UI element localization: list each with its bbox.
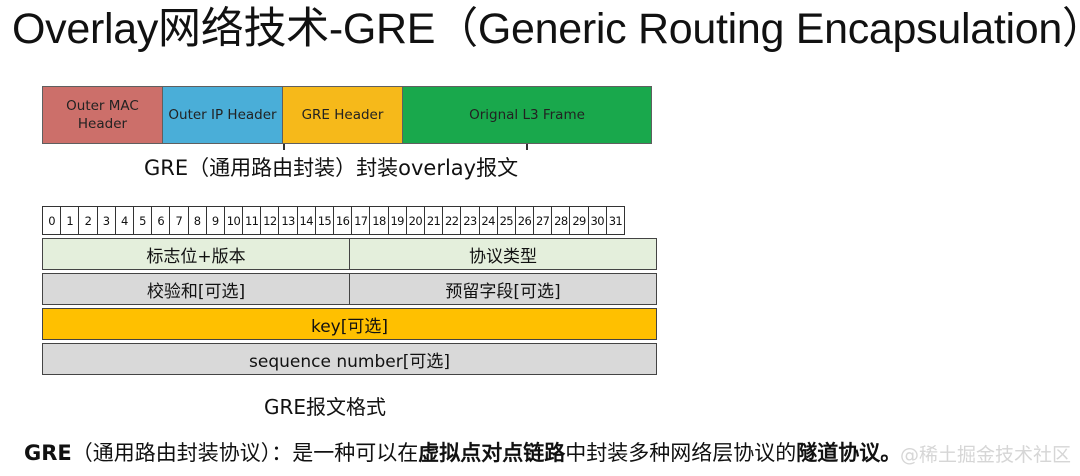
original-l3-frame-label: Orignal L3 Frame bbox=[469, 107, 585, 123]
bit-number-cell: 1 bbox=[60, 206, 80, 235]
bit-number-cell: 28 bbox=[551, 206, 571, 235]
protocol-type-field: 协议类型 bbox=[349, 238, 657, 270]
bit-number-cell: 30 bbox=[587, 206, 607, 235]
sequence-number-field: sequence number[可选] bbox=[42, 343, 657, 375]
format-row-key: key[可选] bbox=[42, 308, 657, 340]
definition-bold2: 隧道协议。 bbox=[796, 441, 902, 465]
bit-number-cell: 12 bbox=[260, 206, 280, 235]
bit-number-cell: 15 bbox=[314, 206, 334, 235]
bit-number-cell: 21 bbox=[423, 206, 444, 235]
bit-number-cell: 5 bbox=[132, 206, 153, 235]
bit-number-cell: 27 bbox=[533, 206, 553, 235]
definition-term: GRE bbox=[24, 441, 72, 465]
definition-bold1: 虚拟点对点链路 bbox=[418, 441, 566, 465]
outer-mac-header-box: Outer MAC Header bbox=[42, 86, 163, 144]
bit-number-cell: 31 bbox=[605, 206, 625, 235]
bit-number-cell: 2 bbox=[78, 206, 98, 235]
outer-ip-header-label: Outer IP Header bbox=[168, 107, 277, 123]
outer-mac-label-line1: Outer MAC bbox=[66, 98, 139, 114]
bit-number-cell: 13 bbox=[278, 206, 298, 235]
definition-text1: 是一种可以在 bbox=[292, 441, 419, 465]
frame-tick-right bbox=[526, 144, 528, 150]
gre-header-box: GRE Header bbox=[282, 86, 403, 144]
bit-number-cell: 9 bbox=[205, 206, 225, 235]
bit-number-cell: 17 bbox=[351, 206, 371, 235]
bit-number-cell: 18 bbox=[369, 206, 389, 235]
bit-number-cell: 6 bbox=[151, 206, 171, 235]
bit-number-cell: 4 bbox=[114, 206, 134, 235]
original-l3-frame-box: Orignal L3 Frame bbox=[402, 86, 652, 144]
bit-number-cell: 25 bbox=[496, 206, 516, 235]
format-row-flags-protocol: 标志位+版本 协议类型 bbox=[42, 238, 657, 270]
frame-tick-left bbox=[283, 144, 285, 150]
definition-text2: 中封装多种网络层协议的 bbox=[565, 441, 797, 465]
format-row-sequence: sequence number[可选] bbox=[42, 343, 657, 375]
bit-number-cell: 16 bbox=[333, 206, 353, 235]
watermark: @稀土掘金技术社区 bbox=[900, 444, 1072, 466]
bit-number-cell: 29 bbox=[569, 206, 589, 235]
bit-number-cell: 20 bbox=[405, 206, 425, 235]
bit-number-cell: 24 bbox=[478, 206, 498, 235]
bit-number-cell: 7 bbox=[169, 206, 189, 235]
slide-title: Overlay网络技术-GRE（Generic Routing Encapsul… bbox=[12, 5, 1080, 53]
bit-number-cell: 19 bbox=[387, 206, 407, 235]
reserved-field: 预留字段[可选] bbox=[349, 273, 657, 305]
packet-frame-diagram: Outer MAC Header Outer IP Header GRE Hea… bbox=[42, 86, 652, 144]
bit-number-cell: 8 bbox=[187, 206, 207, 235]
bit-number-cell: 26 bbox=[514, 206, 535, 235]
bit-number-cell: 14 bbox=[296, 206, 316, 235]
format-row-checksum-reserved: 校验和[可选] 预留字段[可选] bbox=[42, 273, 657, 305]
format-caption: GRE报文格式 bbox=[264, 395, 387, 419]
bit-number-cell: 22 bbox=[442, 206, 462, 235]
bit-number-cell: 3 bbox=[96, 206, 116, 235]
gre-header-label: GRE Header bbox=[301, 107, 384, 123]
bit-number-cell: 23 bbox=[460, 206, 480, 235]
outer-ip-header-box: Outer IP Header bbox=[162, 86, 283, 144]
bit-number-cell: 0 bbox=[42, 206, 62, 235]
flags-version-field: 标志位+版本 bbox=[42, 238, 350, 270]
gre-definition: GRE（通用路由封装协议）：是一种可以在虚拟点对点链路中封装多种网络层协议的隧道… bbox=[24, 438, 901, 468]
key-field: key[可选] bbox=[42, 308, 657, 340]
encapsulation-caption: GRE（通用路由封装）封装overlay报文 bbox=[144, 156, 519, 180]
outer-mac-label-line2: Header bbox=[77, 116, 128, 132]
bit-number-cell: 11 bbox=[242, 206, 262, 235]
definition-paren: （通用路由封装协议）： bbox=[71, 441, 293, 465]
checksum-field: 校验和[可选] bbox=[42, 273, 350, 305]
bit-number-cell: 10 bbox=[223, 206, 244, 235]
